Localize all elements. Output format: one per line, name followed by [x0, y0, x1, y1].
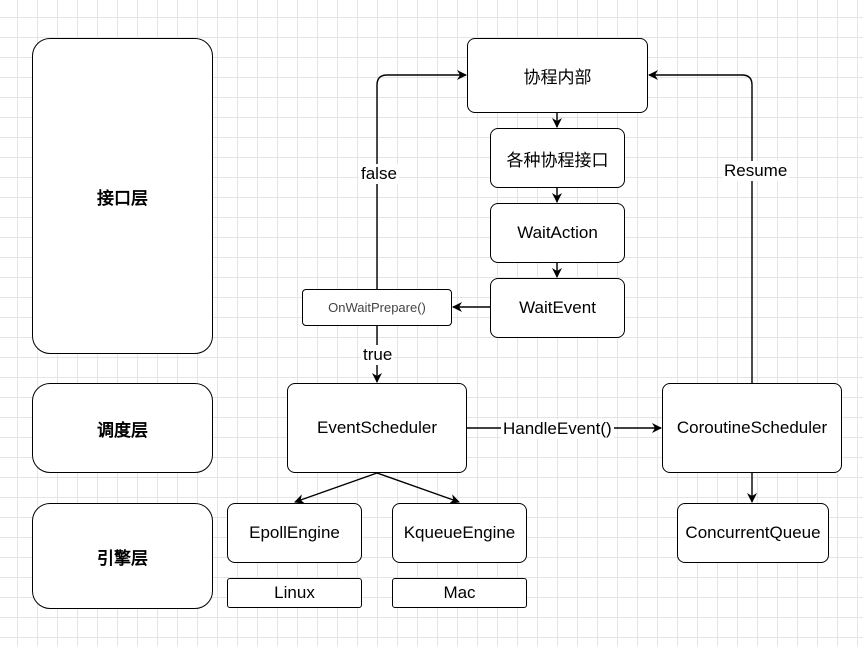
node-on-wait-prepare[interactable]: OnWaitPrepare() [302, 289, 452, 326]
node-coroutine-internal-label: 协程内部 [523, 68, 592, 87]
node-coroutine-scheduler-label: CoroutineScheduler [676, 418, 828, 437]
node-coroutine-scheduler[interactable]: CoroutineScheduler [662, 383, 842, 473]
node-coroutine-internal[interactable]: 协程内部 [467, 38, 648, 113]
node-coroutine-interfaces[interactable]: 各种协程接口 [490, 128, 625, 188]
node-wait-action[interactable]: WaitAction [490, 203, 625, 263]
node-wait-event[interactable]: WaitEvent [490, 278, 625, 338]
node-linux-label: Linux [274, 583, 315, 602]
node-kqueue-engine-label: KqueueEngine [403, 523, 516, 542]
node-epoll-engine[interactable]: EpollEngine [227, 503, 362, 563]
layer-engine[interactable]: 引擎层 [32, 503, 213, 609]
node-linux[interactable]: Linux [227, 578, 362, 608]
node-event-scheduler-label: EventScheduler [316, 418, 438, 437]
layer-interface[interactable]: 接口层 [32, 38, 213, 354]
node-wait-action-label: WaitAction [517, 223, 598, 242]
node-concurrent-queue[interactable]: ConcurrentQueue [677, 503, 829, 563]
node-mac-label: Mac [443, 583, 476, 602]
arrow-to-kqueue [376, 472, 460, 504]
edge-label-false: false [359, 164, 399, 184]
node-event-scheduler[interactable]: EventScheduler [287, 383, 467, 473]
layer-scheduling-label: 调度层 [97, 420, 148, 440]
edge-label-resume: Resume [722, 161, 790, 181]
node-wait-event-label: WaitEvent [519, 298, 596, 317]
layer-engine-label: 引擎层 [97, 548, 148, 568]
layer-interface-label: 接口层 [97, 188, 148, 208]
arrow-resume [648, 70, 753, 383]
node-on-wait-prepare-label: OnWaitPrepare() [328, 300, 426, 315]
node-coroutine-interfaces-label: 各种协程接口 [506, 150, 609, 170]
edge-label-handle-event: HandleEvent() [501, 419, 614, 439]
node-epoll-engine-label: EpollEngine [249, 523, 340, 542]
edge-label-true: true [361, 345, 395, 365]
node-mac[interactable]: Mac [392, 578, 527, 608]
node-kqueue-engine[interactable]: KqueueEngine [392, 503, 527, 563]
layer-scheduling[interactable]: 调度层 [32, 383, 213, 473]
arrow-to-epoll [294, 472, 378, 504]
node-concurrent-queue-label: ConcurrentQueue [685, 523, 821, 542]
